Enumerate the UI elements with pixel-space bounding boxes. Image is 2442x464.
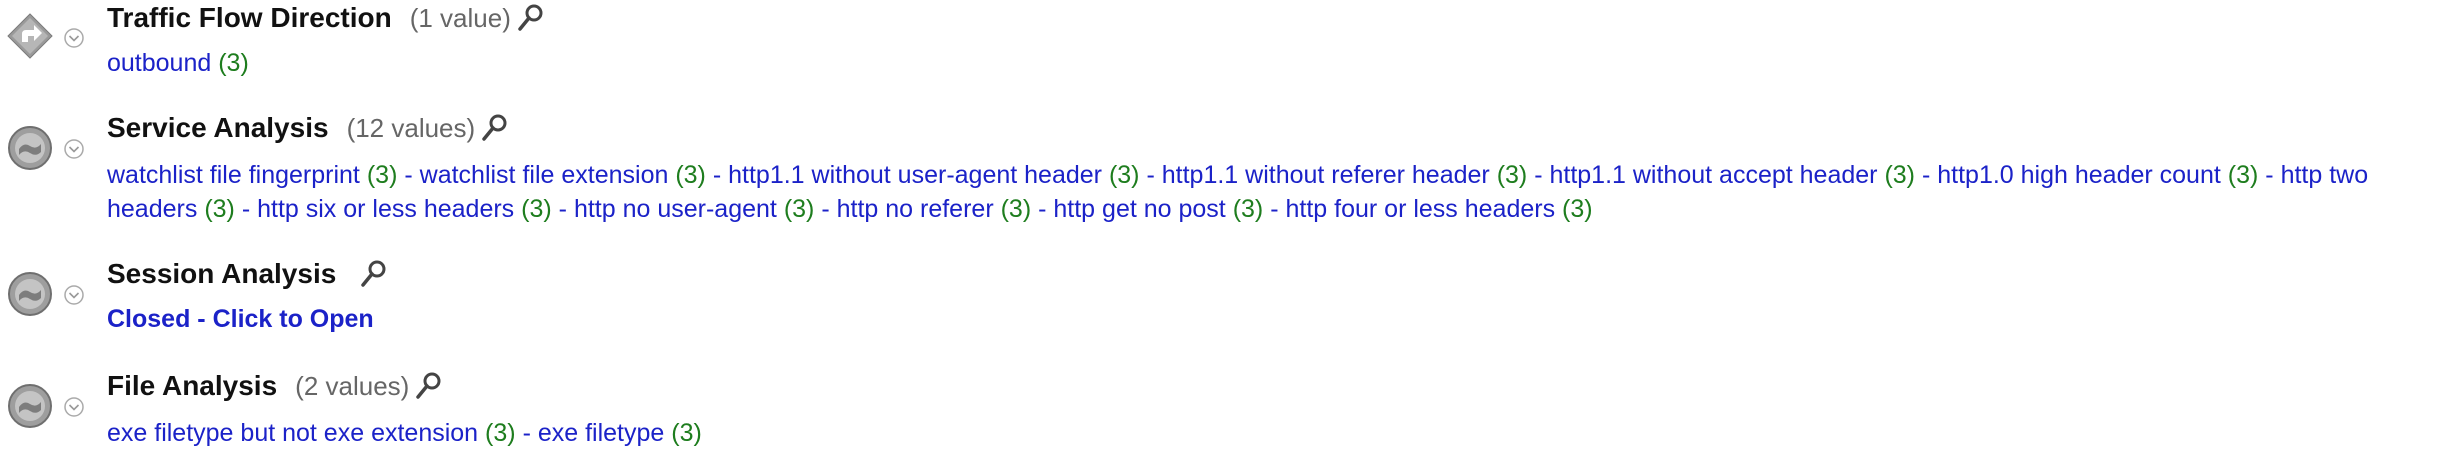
value-link[interactable]: exe filetype but not exe extension xyxy=(107,419,479,447)
magnifier-icon[interactable] xyxy=(360,259,388,289)
separator: - xyxy=(2265,161,2274,189)
section-header: File Analysis (2 values) xyxy=(107,370,443,402)
value-link[interactable]: watchlist file extension xyxy=(419,161,669,189)
value-count-badge: (3) xyxy=(1496,161,1528,189)
section-title: Service Analysis xyxy=(107,112,329,143)
section-file-analysis: File Analysis (2 values) exe filetype bu… xyxy=(0,370,2442,464)
value-link[interactable]: exe filetype xyxy=(537,419,665,447)
section-traffic-flow-direction: Traffic Flow Direction (1 value) outboun… xyxy=(0,0,2442,80)
section-title: File Analysis xyxy=(107,370,278,401)
magnifier-icon[interactable] xyxy=(415,371,443,401)
chevron-down-icon[interactable] xyxy=(63,284,85,306)
value-link[interactable]: outbound xyxy=(107,49,212,77)
separator: - xyxy=(1534,161,1543,189)
value-link[interactable]: http1.1 without accept header xyxy=(1549,161,1878,189)
chevron-down-icon[interactable] xyxy=(63,396,85,418)
value-link[interactable]: http two headers xyxy=(107,161,2369,223)
values-list: exe filetype but not exe extension (3) -… xyxy=(107,416,2432,450)
value-count-badge: (3) xyxy=(1562,195,1593,223)
separator: - xyxy=(821,195,830,223)
value-link[interactable]: http six or less headers xyxy=(257,195,515,223)
magnifier-icon[interactable] xyxy=(481,113,509,143)
values-list: Closed - Click to Open xyxy=(107,302,2432,336)
value-count: (1 value) xyxy=(409,2,511,33)
separator: - xyxy=(404,161,413,189)
analysis-disc-icon xyxy=(8,126,52,170)
value-link[interactable]: http get no post xyxy=(1053,195,1226,223)
section-header: Session Analysis xyxy=(107,258,388,290)
value-count: (2 values) xyxy=(295,370,410,401)
separator: - xyxy=(241,195,251,223)
value-link[interactable]: http no user-agent xyxy=(573,195,777,223)
section-session-analysis: Session Analysis Closed - Click to Open xyxy=(0,258,2442,348)
chevron-down-icon[interactable] xyxy=(63,138,85,160)
separator: - xyxy=(522,419,531,447)
value-link[interactable]: http1.1 without referer header xyxy=(1161,161,1490,189)
value-link[interactable]: http four or less headers xyxy=(1285,195,1556,223)
value-count-badge: (3) xyxy=(1232,195,1264,223)
closed-open-link[interactable]: Closed - Click to Open xyxy=(107,305,374,333)
section-service-analysis: Service Analysis (12 values) watchlist f… xyxy=(0,112,2442,242)
value-count-badge: (3) xyxy=(783,195,815,223)
magnifier-icon[interactable] xyxy=(517,3,545,33)
section-header: Service Analysis (12 values) xyxy=(107,112,509,144)
values-list: watchlist file fingerprint (3) - watchli… xyxy=(107,158,2432,226)
analysis-disc-icon xyxy=(8,272,52,316)
value-link[interactable]: watchlist file fingerprint xyxy=(107,161,360,189)
separator: - xyxy=(1921,161,1931,189)
value-count-badge: (3) xyxy=(204,195,235,223)
value-count-badge: (3) xyxy=(675,161,706,189)
value-count-badge: (3) xyxy=(521,195,552,223)
direction-sign-icon xyxy=(7,13,53,59)
separator: - xyxy=(712,161,722,189)
value-count-badge: (3) xyxy=(366,161,398,189)
chevron-down-icon[interactable] xyxy=(63,27,85,49)
separator: - xyxy=(1270,195,1279,223)
value-count-badge: (3) xyxy=(671,419,702,447)
value-link[interactable]: http1.0 high header count xyxy=(1937,161,2221,189)
value-count-badge: (3) xyxy=(2227,161,2259,189)
value-count-badge: (3) xyxy=(485,419,516,447)
value-count: (12 values) xyxy=(346,112,476,143)
value-count-badge: (3) xyxy=(1108,161,1140,189)
section-title: Traffic Flow Direction xyxy=(107,2,392,33)
value-link[interactable]: http no referer xyxy=(836,195,994,223)
separator: - xyxy=(558,195,567,223)
value-count-badge: (3) xyxy=(1884,161,1916,189)
separator: - xyxy=(1146,161,1155,189)
section-title: Session Analysis xyxy=(107,258,337,289)
separator: - xyxy=(1038,195,1047,223)
value-count-badge: (3) xyxy=(1000,195,1032,223)
values-list: outbound (3) xyxy=(107,46,2432,80)
section-header: Traffic Flow Direction (1 value) xyxy=(107,2,545,34)
analysis-disc-icon xyxy=(8,384,52,428)
value-count-badge: (3) xyxy=(218,49,249,77)
value-link[interactable]: http1.1 without user-agent header xyxy=(728,161,1102,189)
